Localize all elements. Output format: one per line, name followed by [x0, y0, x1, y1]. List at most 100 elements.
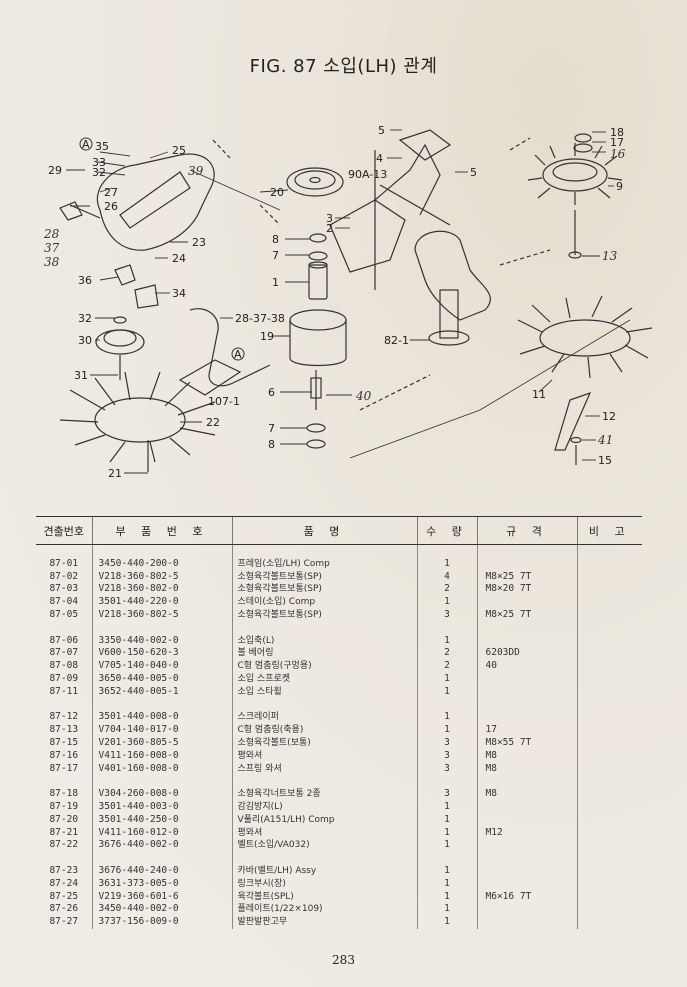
- cell-name: 스크레이퍼: [231, 711, 417, 725]
- cell-spec: M8: [476, 762, 577, 776]
- cell-name: 스테이(소입) Comp: [231, 596, 417, 609]
- spacer-cell: [91, 852, 232, 865]
- cell-ref-no: 87-05: [49, 608, 79, 620]
- cell-remarks: [576, 762, 642, 776]
- callout-label: 7: [272, 249, 279, 262]
- cell-qty: 3: [416, 608, 477, 622]
- spacer-cell: [416, 775, 477, 789]
- cell-ref-no: 87-07: [49, 647, 79, 659]
- cell-ref-no: 87-13: [49, 724, 79, 736]
- cell-remarks: [576, 800, 642, 814]
- header-ref-no: 견출번호: [36, 516, 92, 545]
- header-specification: 규 격: [476, 516, 577, 545]
- cell-ref-no: 87-25: [49, 890, 79, 902]
- callout-label: 32: [92, 166, 106, 179]
- callout-label: 28-37-38: [235, 312, 285, 325]
- cell-spec: M8×25 7T: [476, 608, 577, 622]
- callout-label: 4: [376, 152, 383, 165]
- spacer-cell: [231, 852, 417, 865]
- cell-part: 3450-440-002-0: [91, 903, 232, 917]
- spacer-cell: [416, 544, 477, 558]
- cell-part: V219-360-601-6: [91, 890, 232, 904]
- callout-label: 8: [268, 438, 275, 451]
- circled-mark-group: A A: [79, 137, 245, 361]
- cell-remarks: [576, 660, 642, 673]
- cell-name: 소형육각볼트(보통): [231, 736, 417, 750]
- cell-spec: [476, 813, 577, 827]
- cell-part: 3676-440-240-0: [91, 864, 232, 878]
- cell-spec: [476, 800, 577, 814]
- callout-label: 29: [48, 164, 62, 177]
- cell-ref-no: 87-26: [49, 903, 79, 915]
- cell-remarks: [576, 711, 642, 725]
- callout-label: 15: [598, 454, 612, 467]
- spacer-cell: [231, 698, 417, 712]
- cell-ref-no: 87-09: [49, 672, 79, 684]
- cell-qty: 1: [416, 877, 477, 891]
- cell-name: 소입 스프로켓: [231, 672, 417, 686]
- cell-ref-no: 87-19: [49, 800, 79, 812]
- callout-label: 31: [74, 369, 88, 382]
- callout-label: 2: [326, 222, 333, 235]
- group-spacer-row: [36, 698, 642, 712]
- callout-label: 7: [268, 422, 275, 435]
- cell-ref-no: 87-15: [49, 736, 79, 748]
- callout-label: 28: [43, 227, 60, 241]
- callout-label: 11: [532, 388, 546, 401]
- cell-part: V218-360-802-0: [91, 583, 232, 597]
- cell-part: 3501-440-008-0: [91, 711, 232, 725]
- cell-name: 소형육각볼트보통(SP): [231, 583, 417, 597]
- cell-name: 카바(벨트/LH) Assy: [231, 864, 417, 878]
- cell-name: 소입축(L): [231, 634, 417, 648]
- callout-label: 6: [268, 386, 275, 399]
- cell-qty: 1: [416, 672, 477, 686]
- header-part-number: 부 품 번 호: [91, 516, 232, 545]
- cell-spec: [476, 864, 577, 878]
- cell-qty: 1: [416, 903, 477, 917]
- cell-name: 평와셔: [231, 826, 417, 840]
- cell-spec: 17: [476, 724, 577, 737]
- cell-ref-no: 87-16: [49, 749, 79, 761]
- cell-remarks: [576, 749, 642, 763]
- cell-name: 소형육각볼트보통(SP): [231, 608, 417, 622]
- cell-part: 3631-373-005-0: [91, 877, 232, 891]
- cell-ref-no: 87-21: [49, 826, 79, 838]
- cell-part: 3450-440-200-0: [91, 557, 232, 571]
- callout-label: 16: [610, 147, 626, 161]
- table-header-row: 견출번호 부 품 번 호 품 명 수 량 규 격 비 고: [36, 516, 642, 545]
- cell-ref-no: 87-06: [49, 634, 79, 646]
- spacer-cell: [576, 698, 642, 712]
- cell-spec: [476, 634, 577, 648]
- spacer-cell: [476, 544, 577, 558]
- cell-qty: 1: [416, 685, 477, 699]
- cell-ref-no: 87-02: [49, 570, 79, 582]
- callout-label: 40: [355, 389, 372, 403]
- cell-qty: 1: [416, 634, 477, 648]
- cell-name: 프레임(소입/LH) Comp: [231, 557, 417, 571]
- group-spacer-row: [36, 621, 642, 635]
- spacer-cell: [476, 852, 577, 865]
- cell-qty: 1: [416, 826, 477, 840]
- spacer-cell: [91, 698, 232, 712]
- cell-remarks: [576, 557, 642, 571]
- cell-name: 감김방지(L): [231, 800, 417, 814]
- cell-name: 링크부시(장): [231, 877, 417, 891]
- cell-remarks: [576, 724, 642, 737]
- callout-label: 107-1: [208, 395, 240, 408]
- cell-qty: 1: [416, 813, 477, 827]
- cell-name: 소형육각너트보통 2종: [231, 788, 417, 801]
- cell-qty: 1: [416, 557, 477, 571]
- cell-part: V600-150-620-3: [91, 647, 232, 661]
